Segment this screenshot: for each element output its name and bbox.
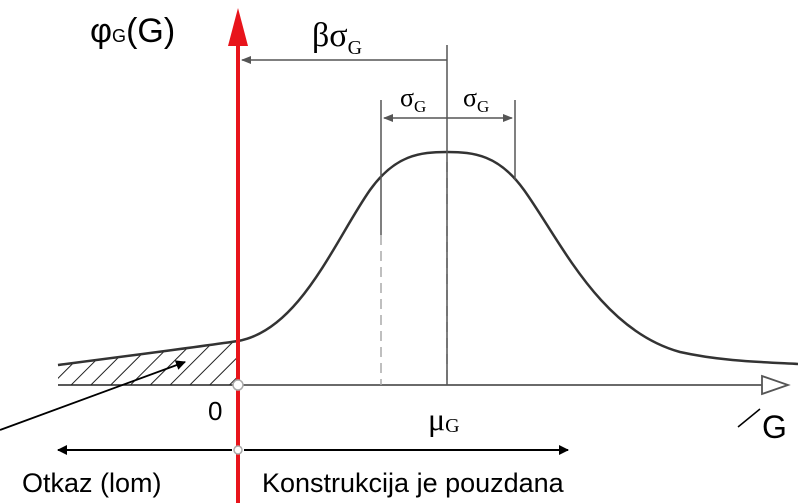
sigma-dimensions (380, 100, 516, 235)
origin-label: 0 (208, 396, 222, 426)
failure-region (57, 340, 239, 386)
failure-label: Otkaz (lom) (22, 468, 162, 498)
limit-state-axis (228, 8, 248, 503)
reliable-label: Konstrukcija je pouzdana (262, 468, 565, 498)
mean-label: μG (428, 401, 460, 437)
beta-sigma-label: βσG (312, 17, 362, 59)
x-axis-tick (737, 408, 761, 428)
origin-marker (232, 379, 244, 391)
failure-pointer-arrow (0, 360, 186, 431)
sigma-label-left: σG (400, 83, 426, 116)
beta-sigma-dimension (241, 45, 448, 385)
density-curve (57, 150, 798, 367)
bottom-origin-marker (233, 445, 243, 455)
sigma-label-right: σG (463, 83, 489, 116)
y-axis-label: φG(G) (90, 12, 175, 50)
x-axis-label: G (762, 409, 787, 445)
x-axis (238, 374, 791, 428)
